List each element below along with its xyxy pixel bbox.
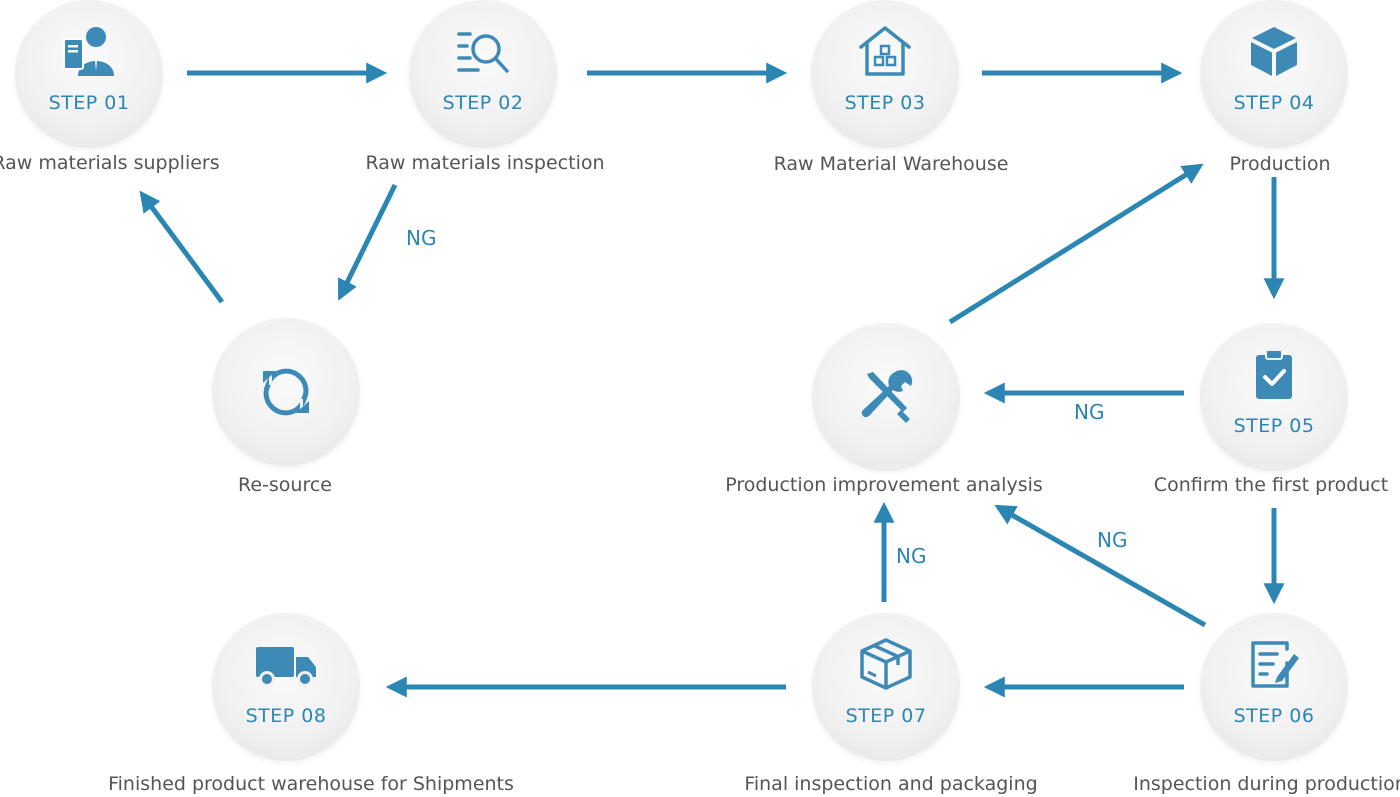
caption-step-01: Raw materials suppliers — [0, 152, 220, 174]
ng-label-final-inspection: NG — [896, 544, 927, 568]
ng-label-first-product: NG — [1074, 400, 1105, 424]
step-number: STEP 04 — [1233, 92, 1315, 114]
caption-step-02: Raw materials inspection — [365, 152, 605, 174]
caption-step-07: Final inspection and packaging — [744, 773, 1038, 795]
node-step-02: STEP 02 — [409, 0, 557, 148]
step-number: STEP 03 — [844, 92, 926, 114]
arrow-step06-to-improve — [994, 504, 1207, 628]
step-number: STEP 08 — [245, 705, 327, 727]
node-improvement-analysis — [812, 323, 960, 471]
caption-step-03: Raw Material Warehouse — [773, 153, 1009, 175]
node-step-05: STEP 05 — [1200, 323, 1348, 471]
arrow-step02-to-resource — [337, 183, 398, 301]
node-step-03: STEP 03 — [811, 0, 959, 148]
node-step-07: STEP 07 — [812, 613, 960, 761]
caption-improvement-analysis: Production improvement analysis — [725, 474, 1043, 496]
step-number: STEP 06 — [1233, 705, 1315, 727]
caption-resource: Re-source — [238, 474, 332, 496]
node-step-04: STEP 04 — [1200, 0, 1348, 148]
arrow-resource-to-step01 — [139, 190, 225, 304]
caption-step-08: Finished product warehouse for Shipments — [108, 773, 514, 795]
clipboard-check-icon — [1256, 349, 1292, 399]
node-resource — [212, 318, 360, 466]
node-step-06: STEP 06 — [1200, 613, 1348, 761]
step-number: STEP 02 — [442, 92, 524, 114]
truck-icon — [256, 647, 316, 687]
caption-step-05: Confirm the first product — [1153, 474, 1389, 496]
search-list-icon — [457, 32, 509, 73]
step-number: STEP 07 — [845, 705, 927, 727]
cube-icon — [1251, 27, 1297, 76]
step-number: STEP 01 — [48, 92, 130, 114]
supplier-person-icon — [63, 27, 114, 76]
ng-label-inspection: NG — [406, 226, 437, 250]
warehouse-icon — [859, 26, 911, 76]
arrow-improve-to-step04 — [948, 163, 1204, 325]
step-number: STEP 05 — [1233, 415, 1315, 437]
caption-step-04: Production — [1229, 153, 1331, 175]
ng-label-during-production: NG — [1097, 528, 1128, 552]
tools-icon — [861, 370, 913, 423]
package-box-icon — [860, 638, 912, 690]
node-step-08: STEP 08 — [212, 613, 360, 761]
edit-document-icon — [1251, 641, 1299, 688]
caption-step-06: Inspection during production — [1133, 773, 1400, 795]
node-step-01: STEP 01 — [15, 0, 163, 148]
refresh-icon — [263, 368, 309, 416]
